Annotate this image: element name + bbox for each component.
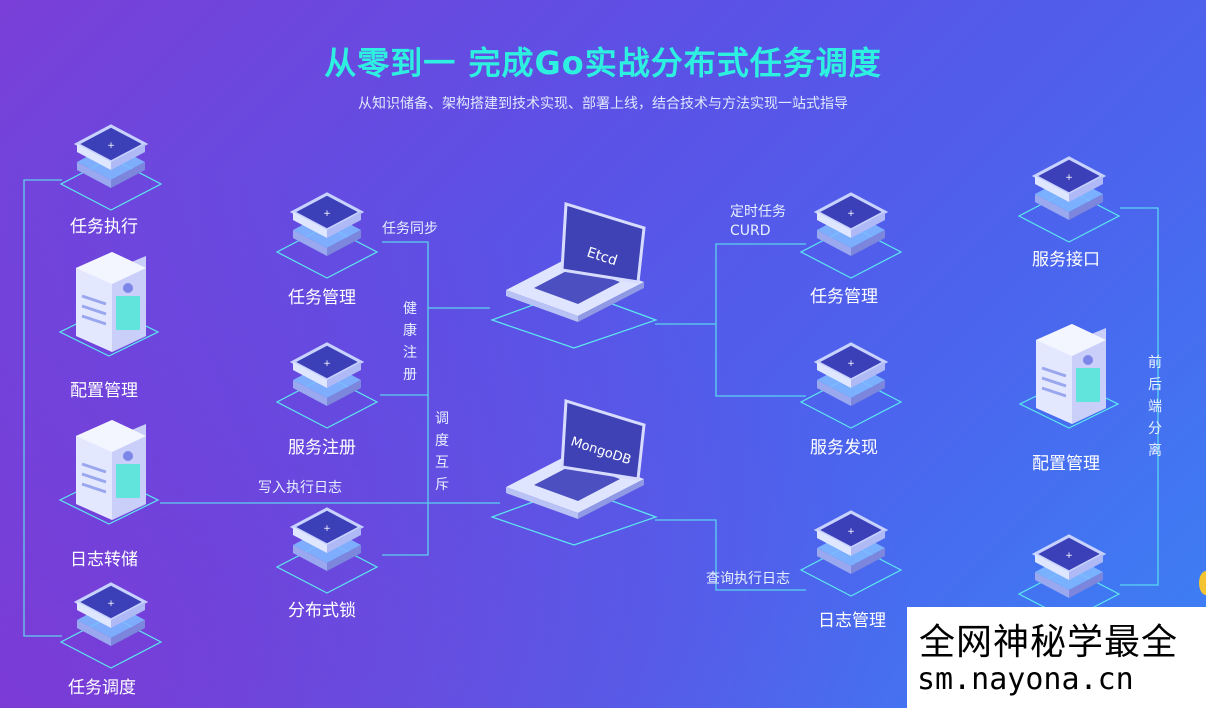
svg-text:+: + xyxy=(107,141,115,151)
label-timed-task: 定时任务 xyxy=(730,204,786,220)
right-item-service-discovery: 服务发现 xyxy=(810,438,878,458)
label-write-log: 写入执行日志 xyxy=(258,480,342,496)
left-item-task-schedule: 任务调度 xyxy=(68,678,136,698)
task-schedule-chip-icon: + xyxy=(59,582,163,669)
log-manage-chip-icon: + xyxy=(799,510,903,597)
svg-text:+: + xyxy=(847,209,855,219)
svg-text:+: + xyxy=(1065,551,1073,561)
center-item-distributed-lock: 分布式锁 xyxy=(288,601,356,621)
yellow-dot-decoration xyxy=(1199,571,1206,595)
watermark-line2: sm.nayona.cn xyxy=(917,662,1134,697)
label-task-sync: 任务同步 xyxy=(382,221,438,237)
watermark-line1: 全网神秘学最全 xyxy=(919,622,1179,663)
task-execute-chip-icon: + xyxy=(59,124,163,211)
task-sync-line xyxy=(382,241,429,556)
page-title: 从零到一 完成Go实战分布式任务调度 xyxy=(324,44,882,82)
label-frontend-backend: 前后端分离 xyxy=(1148,355,1162,459)
svg-text:+: + xyxy=(323,359,331,369)
left-item-task-execute: 任务执行 xyxy=(70,217,138,237)
center-item-service-register: 服务注册 xyxy=(288,438,356,458)
svg-text:+: + xyxy=(847,359,855,369)
watermark-box: 全网神秘学最全 sm.nayona.cn xyxy=(907,607,1206,708)
svg-text:+: + xyxy=(847,527,855,537)
svg-text:+: + xyxy=(1065,173,1073,183)
right-bottom-chip-icon: + xyxy=(1017,534,1121,621)
svg-text:+: + xyxy=(323,524,331,534)
mongodb-laptop-icon: MongoDB xyxy=(490,399,658,546)
etcd-right-branch xyxy=(715,243,806,397)
right-task-manage-chip-icon: + xyxy=(799,192,903,279)
label-schedule-mutex: 调度互斥 xyxy=(435,411,449,493)
svg-text:+: + xyxy=(107,599,115,609)
left-item-config: 配置管理 xyxy=(70,381,138,401)
label-health-register: 健康注册 xyxy=(403,301,417,383)
left-item-log-dump: 日志转储 xyxy=(70,550,138,570)
right-col-config: 配置管理 xyxy=(1032,454,1100,474)
center-item-task-manage: 任务管理 xyxy=(288,288,356,308)
etcd-laptop-icon: Etcd xyxy=(490,202,658,349)
log-dump-server-icon xyxy=(58,420,160,525)
task-manage-chip-icon: + xyxy=(275,192,379,279)
page-subtitle: 从知识储备、架构搭建到技术实现、部署上线，结合技术与方法实现一站式指导 xyxy=(358,96,848,112)
right-item-log-manage: 日志管理 xyxy=(818,611,886,631)
left-bracket-line xyxy=(23,179,62,637)
right-col-service-api: 服务接口 xyxy=(1032,250,1100,270)
mongodb-out-line xyxy=(655,519,806,591)
right-item-task-manage: 任务管理 xyxy=(810,287,878,307)
service-register-chip-icon: + xyxy=(275,342,379,429)
label-query-log: 查询执行日志 xyxy=(706,571,790,587)
service-discovery-chip-icon: + xyxy=(799,342,903,429)
service-api-chip-icon: + xyxy=(1017,156,1121,243)
right-config-server-icon xyxy=(1018,324,1120,429)
label-curd: CURD xyxy=(730,223,771,239)
config-server-icon xyxy=(58,252,160,357)
right-bracket-line xyxy=(1120,207,1159,586)
distributed-lock-chip-icon: + xyxy=(275,507,379,594)
svg-text:+: + xyxy=(323,209,331,219)
